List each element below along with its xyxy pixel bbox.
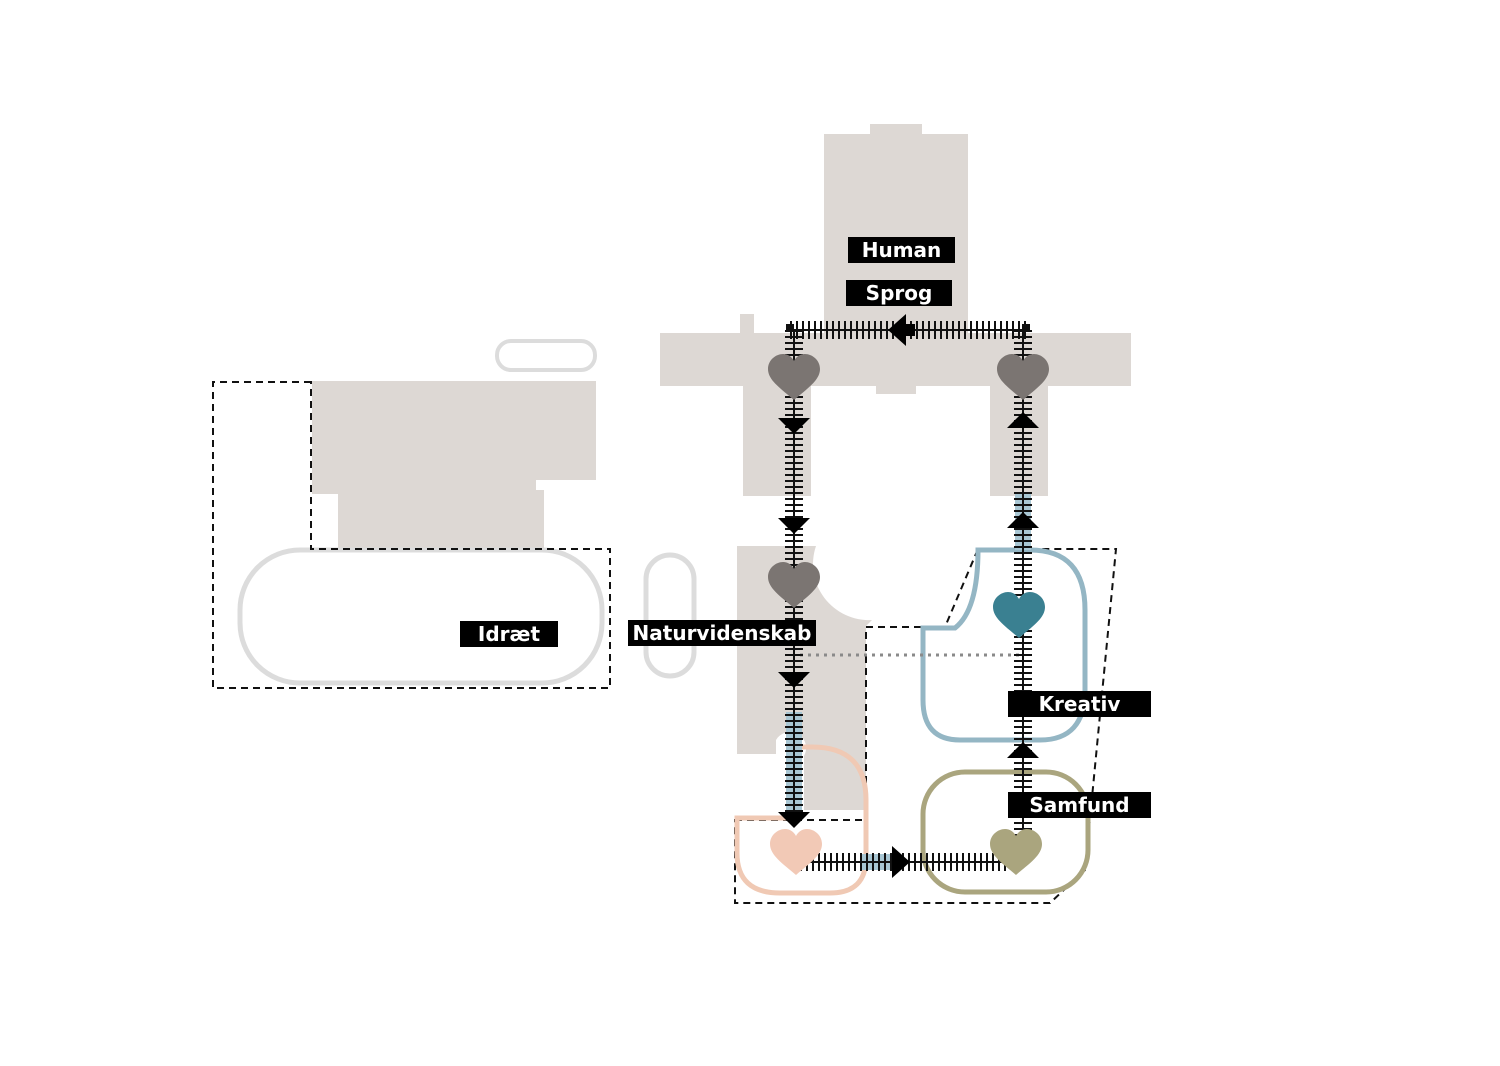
arrow-left-icon-stem	[905, 324, 915, 336]
zone-sports-boundary	[212, 381, 611, 689]
building-crossbar-lip	[876, 384, 916, 394]
zone-samfund	[920, 769, 1091, 895]
route-arrows	[778, 314, 1039, 878]
label-naturvidenskab: Naturvidenskab	[628, 620, 816, 646]
pill-top	[495, 339, 597, 372]
zone-campus-boundary	[734, 548, 1118, 904]
label-idraet: Idræt	[460, 621, 558, 647]
arrow-up-icon	[1007, 412, 1039, 428]
zone-kreativ	[920, 547, 1088, 743]
heart-icon	[770, 829, 822, 875]
buildings	[312, 124, 1131, 810]
building-crossbar	[660, 333, 1131, 386]
building-science-block	[737, 546, 872, 810]
arrow-up-icon	[1007, 742, 1039, 758]
label-kreativ: Kreativ	[1008, 691, 1151, 717]
arrow-up-icon	[1007, 512, 1039, 528]
dashed-zones	[212, 381, 1118, 904]
pill-vertical	[643, 552, 697, 679]
arrow-down-icon	[778, 812, 810, 828]
arrow-down-icon	[778, 518, 810, 534]
building-sports-top	[312, 381, 596, 480]
building-notch	[740, 314, 754, 336]
label-sprog: Sprog	[846, 280, 952, 306]
arrow-down-icon	[778, 672, 810, 688]
arrow-right-icon	[892, 846, 910, 878]
heart-icon	[993, 592, 1045, 638]
route-corner-right	[1022, 324, 1030, 332]
arrow-left-icon	[888, 314, 906, 346]
route-corner-left	[786, 324, 794, 332]
label-samfund: Samfund	[1008, 792, 1151, 818]
building-tower	[870, 124, 922, 136]
sports-hall-outline	[237, 547, 605, 686]
label-human: Human	[848, 237, 955, 263]
building-sports-bottom	[338, 490, 544, 550]
arrow-down-icon	[778, 418, 810, 434]
